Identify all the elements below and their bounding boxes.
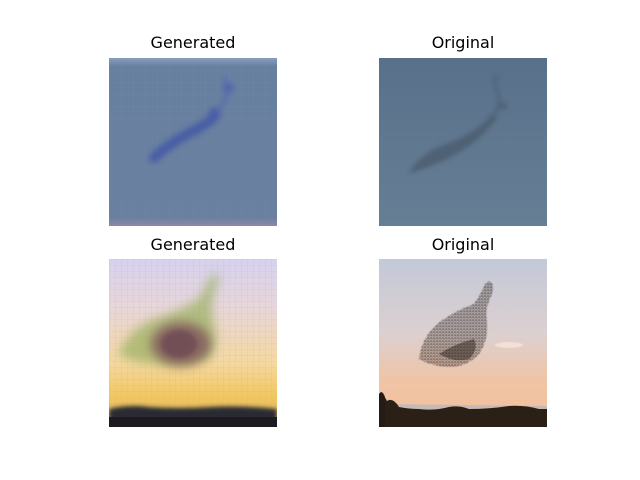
generated-image-bottom (109, 259, 277, 427)
panel-title-original-bottom: Original (431, 235, 495, 254)
panel-title-generated-top: Generated (150, 33, 236, 52)
panel-title-generated-bottom: Generated (150, 235, 236, 254)
panel-title-original-top: Original (431, 33, 495, 52)
original-image-bottom (379, 259, 547, 427)
generated-image-top (109, 58, 277, 226)
original-image-top (379, 58, 547, 226)
